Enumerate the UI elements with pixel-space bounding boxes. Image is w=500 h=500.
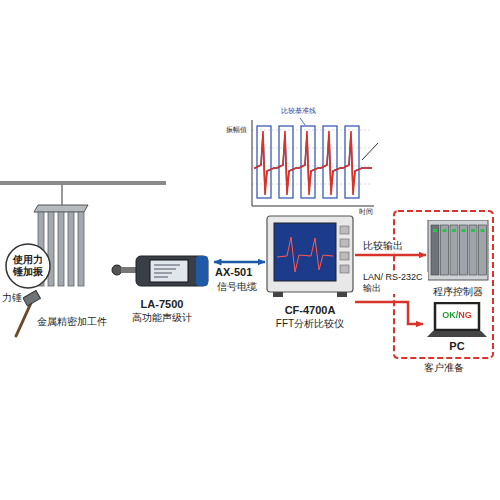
y-axis	[252, 120, 253, 206]
workpiece-bar	[78, 212, 84, 286]
plc-module	[431, 225, 439, 275]
meter-screen	[150, 260, 188, 282]
laptop-screen	[435, 303, 479, 330]
hammer-head	[23, 291, 40, 306]
node-subtitle: PC	[449, 340, 464, 353]
node-title: 客户准备	[424, 362, 464, 374]
analyzer-screen	[274, 223, 336, 281]
screen-wave	[277, 237, 333, 272]
screen-line	[154, 269, 176, 270]
grid-line	[252, 130, 372, 131]
screen-line	[154, 265, 180, 266]
plc-led	[452, 229, 456, 232]
microphone	[112, 265, 122, 275]
plc-module	[450, 225, 458, 275]
pointer-line	[362, 143, 378, 160]
cable-label: 信号电缆	[216, 281, 258, 293]
signal-wave	[254, 131, 372, 195]
node-title: LA-7500	[141, 298, 184, 311]
edge-label: 比较输出	[362, 240, 404, 252]
node-title: OK/NG	[442, 310, 472, 321]
analyzer-key	[340, 226, 349, 234]
connector	[214, 261, 265, 264]
analyzer-foot	[337, 292, 347, 297]
laptop-base	[427, 331, 487, 337]
screen-line	[154, 273, 172, 274]
node-subtitle: FFT分析比较仪	[276, 318, 344, 330]
plc-led	[471, 229, 475, 232]
edge-label: LAN/ RS-232C输出	[362, 272, 428, 294]
hanging-rod	[0, 181, 166, 185]
chart-annotation: 比较基准线	[280, 107, 317, 115]
part-label: 力锤	[1, 292, 23, 304]
connector	[355, 254, 426, 257]
plc-module	[479, 225, 487, 275]
connector	[355, 302, 423, 324]
circle-outline	[6, 244, 50, 288]
grid-line	[252, 166, 372, 167]
plc-module	[469, 225, 477, 275]
node-subtitle: 高功能声级计	[132, 312, 192, 324]
sound-level-meter: LA-7500高功能声级计	[110, 248, 214, 328]
axis-label: 振幅值	[225, 126, 248, 134]
mic-neck	[121, 267, 137, 273]
plc-led	[443, 229, 447, 232]
plc-module	[441, 225, 449, 275]
analyzer-key	[340, 239, 349, 247]
x-axis	[252, 206, 374, 207]
workpiece-bar	[68, 212, 74, 286]
plc-unit: 程序控制器	[426, 220, 490, 304]
plc-led	[462, 229, 466, 232]
screen-line	[154, 277, 168, 278]
axis-label: 时间	[358, 208, 374, 216]
meter-body	[136, 256, 208, 286]
analyzer-key	[340, 265, 349, 273]
plc-module	[460, 225, 468, 275]
part-label: 金属精密加工件	[36, 316, 108, 328]
plc-rack	[428, 220, 488, 280]
grid-line	[252, 148, 372, 149]
analyzer-foot	[273, 292, 283, 297]
node-title: 使用力锤加振	[10, 254, 46, 278]
meter-end-cap	[196, 256, 208, 286]
node-title: CF-4700A	[285, 304, 336, 317]
workpiece-plate	[34, 205, 88, 212]
plc-led	[433, 229, 437, 232]
analyzer-key	[340, 252, 349, 260]
node-title: 程序控制器	[433, 286, 483, 298]
hanging-wire	[61, 185, 62, 205]
leader-line	[300, 118, 305, 125]
workpiece-bar	[58, 212, 64, 286]
customer-region: 程序控制器 OK/NG PC 客户准备	[393, 210, 494, 380]
hammer-handle	[16, 303, 31, 336]
analyzer-case	[267, 216, 353, 292]
trigger-circle: 使用力锤加振	[4, 242, 52, 290]
fft-analyzer: CF-4700AFFT分析比较仪	[265, 212, 355, 332]
plc-led	[481, 229, 485, 232]
edge-label: AX-501	[214, 266, 253, 279]
pc-laptop: OK/NG PC	[423, 302, 491, 354]
